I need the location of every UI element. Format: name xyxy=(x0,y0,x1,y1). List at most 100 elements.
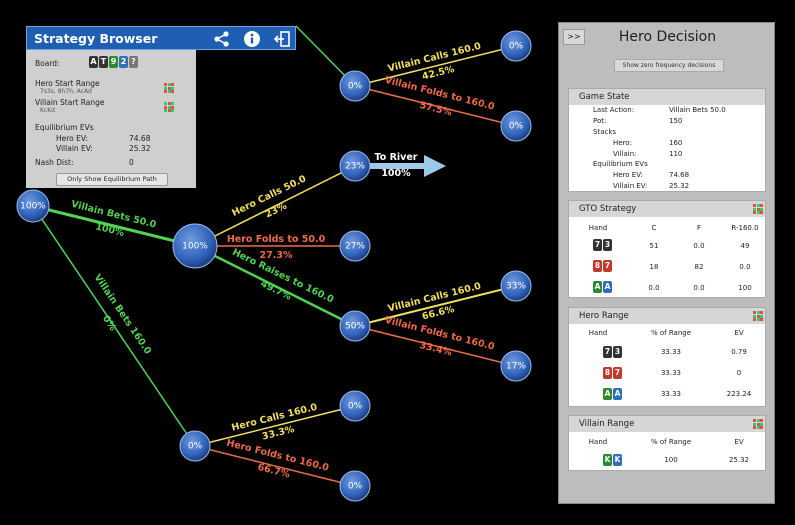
label-to-river: To River xyxy=(375,152,418,163)
edge-bot-hero-folds[interactable] xyxy=(194,445,356,487)
board-card-2: T xyxy=(99,56,108,68)
villain-stack-label: Villain: xyxy=(613,150,637,158)
gto-aa-call: 0.0 xyxy=(648,284,660,292)
card-7: 7 xyxy=(603,260,612,272)
node-hero-decision[interactable]: 100% xyxy=(172,223,218,269)
show-zero-frequency-button[interactable]: Show zero frequency decisions xyxy=(614,59,724,72)
node-hero-decision-label: 100% xyxy=(182,242,208,252)
hero-decision-panel: Hero Decision >> Show zero frequency dec… xyxy=(558,22,775,504)
node-bot-hero-calls-label: 0% xyxy=(348,402,363,412)
gto-header-call: C xyxy=(651,224,657,232)
edge-mid-villain-calls[interactable] xyxy=(354,285,517,327)
freq-villain-bets-50: 100% xyxy=(94,221,126,239)
node-mid-villain-folds-label: 17% xyxy=(506,362,526,372)
gto-header-raise: R-160.0 xyxy=(731,224,759,232)
villain-start-range-label: Villain Start Range xyxy=(35,98,105,107)
node-mid-villain-calls[interactable]: 33% xyxy=(500,270,532,302)
board-row: Board: xyxy=(35,59,60,68)
node-villain-bets-160-label: 0% xyxy=(188,442,203,452)
gto-header-fold: F xyxy=(696,224,702,232)
edge-hero-calls-50[interactable] xyxy=(194,165,356,247)
node-villain-bets-160[interactable]: 0% xyxy=(179,430,211,462)
label-hero-folds-50: Hero Folds to 50.0 xyxy=(227,234,326,245)
collapse-panel-button[interactable]: >> xyxy=(563,29,585,45)
sb-hero-ev-label: Hero EV: xyxy=(56,134,88,143)
board-card-1: A xyxy=(89,56,98,68)
node-top-villain-calls-label: 0% xyxy=(509,42,524,52)
edge-bot-hero-calls[interactable] xyxy=(194,405,356,447)
gto-grid-icon[interactable] xyxy=(753,204,763,214)
edge-top-villain-calls[interactable] xyxy=(354,45,517,87)
node-top-villain-folds[interactable]: 0% xyxy=(500,110,532,142)
villain-range-grid-icon[interactable] xyxy=(164,102,174,112)
sb-villain-ev-label: Villain EV: xyxy=(56,144,93,153)
board-label: Board: xyxy=(35,59,60,68)
node-top-villain[interactable]: 0% xyxy=(339,70,371,102)
villain-range-title: Villain Range xyxy=(569,416,765,432)
share-icon[interactable] xyxy=(213,30,231,48)
hr-87-ev: 0 xyxy=(736,369,742,377)
node-to-river-label: 23% xyxy=(345,162,365,172)
node-to-river[interactable]: 23% xyxy=(339,150,371,182)
hr-aa-ev: 223.24 xyxy=(726,390,752,398)
villain-stack-value: 110 xyxy=(669,150,683,158)
hr-73-pct: 33.33 xyxy=(660,348,682,356)
only-equilibrium-path-button[interactable]: Only Show Equilibrium Path xyxy=(56,173,168,186)
to-river-arrowhead-icon xyxy=(424,155,446,177)
vr-kk-pct: 100 xyxy=(664,456,678,464)
hero-range-grid-icon[interactable] xyxy=(164,83,174,93)
info-icon[interactable] xyxy=(243,30,261,48)
node-mid-villain-folds[interactable]: 17% xyxy=(500,350,532,382)
hr-73-ev: 0.79 xyxy=(731,348,747,356)
card-a: A xyxy=(593,281,602,293)
gto-73-fold: 0.0 xyxy=(693,242,705,250)
vr-card-k2: K xyxy=(613,454,622,466)
node-top-villain-label: 0% xyxy=(348,82,363,92)
freq-top-villain-calls: 42.5% xyxy=(421,64,456,83)
gto-aa-fold: 0.0 xyxy=(693,284,705,292)
hr-aa-pct: 33.33 xyxy=(660,390,682,398)
gs-hero-ev-value: 74.68 xyxy=(669,171,690,179)
freq-top-villain-folds: 57.5% xyxy=(418,100,453,119)
edge-villain-bets-160[interactable] xyxy=(32,205,196,447)
hero-stack-label: Hero: xyxy=(613,139,632,147)
gto-strategy-section: GTO Strategy Hand C F R-160.0 7 3 51 0.0… xyxy=(568,200,766,298)
node-mid-villain-calls-label: 33% xyxy=(506,282,526,292)
gto-73-call: 51 xyxy=(649,242,659,250)
edge-top-villain-folds[interactable] xyxy=(354,85,517,127)
last-action-value: Villain Bets 50.0 xyxy=(669,106,726,114)
gs-villain-ev-value: 25.32 xyxy=(669,182,690,190)
edge-villain-bets-50[interactable] xyxy=(32,204,196,248)
hr-header-pct: % of Range xyxy=(650,329,692,337)
node-bot-hero-calls[interactable]: 0% xyxy=(339,390,371,422)
card-3: 3 xyxy=(603,239,612,251)
node-hero-raises-160[interactable]: 50% xyxy=(339,310,371,342)
eq-evs-label: Equilibrium EVs xyxy=(35,123,94,132)
node-bot-hero-folds-label: 0% xyxy=(348,482,363,492)
hero-range-section-grid-icon[interactable] xyxy=(753,311,763,321)
node-bot-hero-folds[interactable]: 0% xyxy=(339,470,371,502)
vr-card-k1: K xyxy=(603,454,612,466)
node-top-villain-calls[interactable]: 0% xyxy=(500,30,532,62)
exit-icon[interactable] xyxy=(273,30,291,48)
board-card-5: ? xyxy=(129,56,138,68)
nash-dist-value: 0 xyxy=(129,158,134,167)
hr-card-a2: A xyxy=(613,388,622,400)
hero-range-section: Hero Range Hand % of Range EV 7 3 33.33 … xyxy=(568,307,766,407)
hr-card-a1: A xyxy=(603,388,612,400)
hero-range-title: Hero Range xyxy=(569,308,765,324)
sb-villain-ev-value: 25.32 xyxy=(129,144,151,153)
freq-mid-villain-calls: 66.6% xyxy=(421,304,456,323)
node-root[interactable]: 100% xyxy=(16,189,50,223)
edge-mid-villain-folds[interactable] xyxy=(354,325,517,367)
freq-hero-folds-50: 27.3% xyxy=(260,250,293,261)
gto-73-raise: 49 xyxy=(740,242,750,250)
villain-range-section-grid-icon[interactable] xyxy=(753,419,763,429)
node-hero-raises-160-label: 50% xyxy=(345,322,365,332)
gs-hero-ev-label: Hero EV: xyxy=(613,171,643,179)
edge-hero-raises-160[interactable] xyxy=(194,244,356,328)
node-hero-folds-50[interactable]: 27% xyxy=(339,230,371,262)
hero-stack-value: 160 xyxy=(669,139,683,147)
